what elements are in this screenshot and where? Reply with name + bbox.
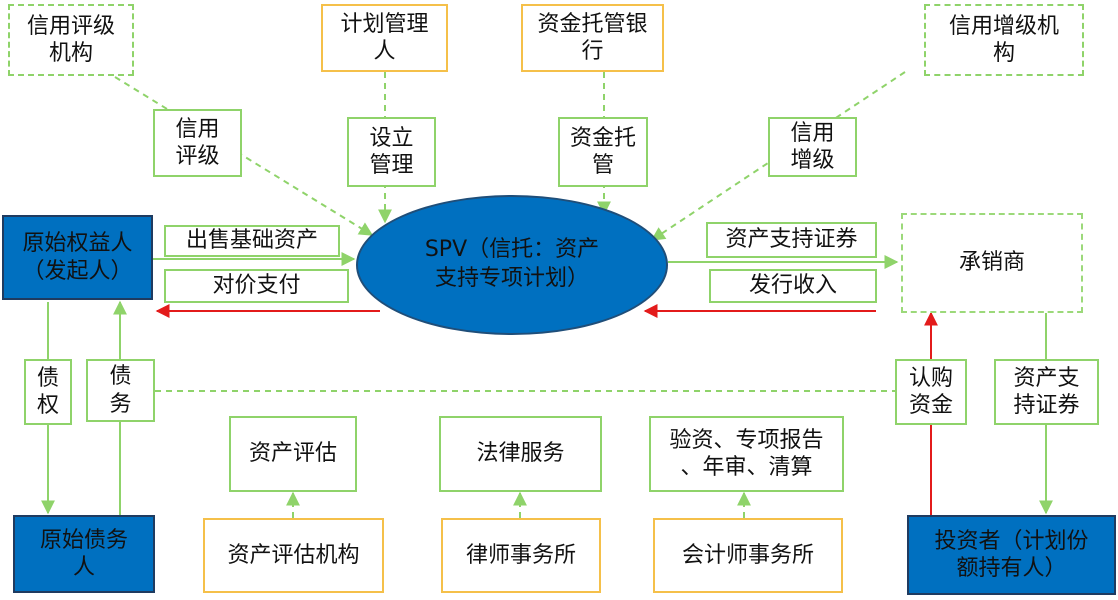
law-firm-box: 律师事务所	[441, 518, 601, 593]
label-subscribe-funds: 认购 资金	[895, 359, 967, 425]
credit-rating-agency: 信用评级 机构	[8, 4, 134, 76]
credit-enhancement-agency: 信用增级机 构	[924, 4, 1084, 76]
originator-box: 原始权益人 （发起人）	[2, 215, 153, 300]
link-enhancer-to-spv	[650, 71, 906, 241]
label-setup-manage: 设立 管理	[347, 117, 436, 187]
label-sell-assets: 出售基础资产	[164, 225, 340, 257]
valuation-agency-box: 资产评估机构	[203, 518, 384, 593]
label-pay-consideration: 对价支付	[164, 269, 349, 303]
investors-box: 投资者（计划份 额持有人）	[907, 515, 1116, 595]
spv-ellipse: SPV（信托：资产 支持专项计划）	[356, 195, 668, 335]
custodian-bank: 资金托管银 行	[521, 4, 664, 72]
label-custody: 资金托 管	[558, 117, 648, 187]
asset-valuation-box: 资产评估	[229, 416, 357, 492]
underwriter-box: 承销商	[901, 213, 1083, 313]
label-abs-right: 资产支 持证券	[994, 359, 1099, 425]
plan-manager: 计划管理 人	[321, 4, 448, 72]
original-debtor-box: 原始债务 人	[13, 515, 155, 593]
label-credit-enhancement: 信用 增级	[768, 117, 857, 177]
accounting-firm-box: 会计师事务所	[653, 518, 843, 593]
label-claim: 债 权	[24, 359, 72, 425]
label-debt: 债 务	[86, 359, 155, 422]
label-abs-top: 资产支持证券	[706, 222, 877, 258]
label-issue-income: 发行收入	[709, 269, 877, 303]
audit-services-box: 验资、专项报告 、年审、清算	[649, 416, 844, 492]
label-credit-rating: 信用 评级	[153, 109, 242, 177]
legal-services-box: 法律服务	[439, 416, 602, 492]
